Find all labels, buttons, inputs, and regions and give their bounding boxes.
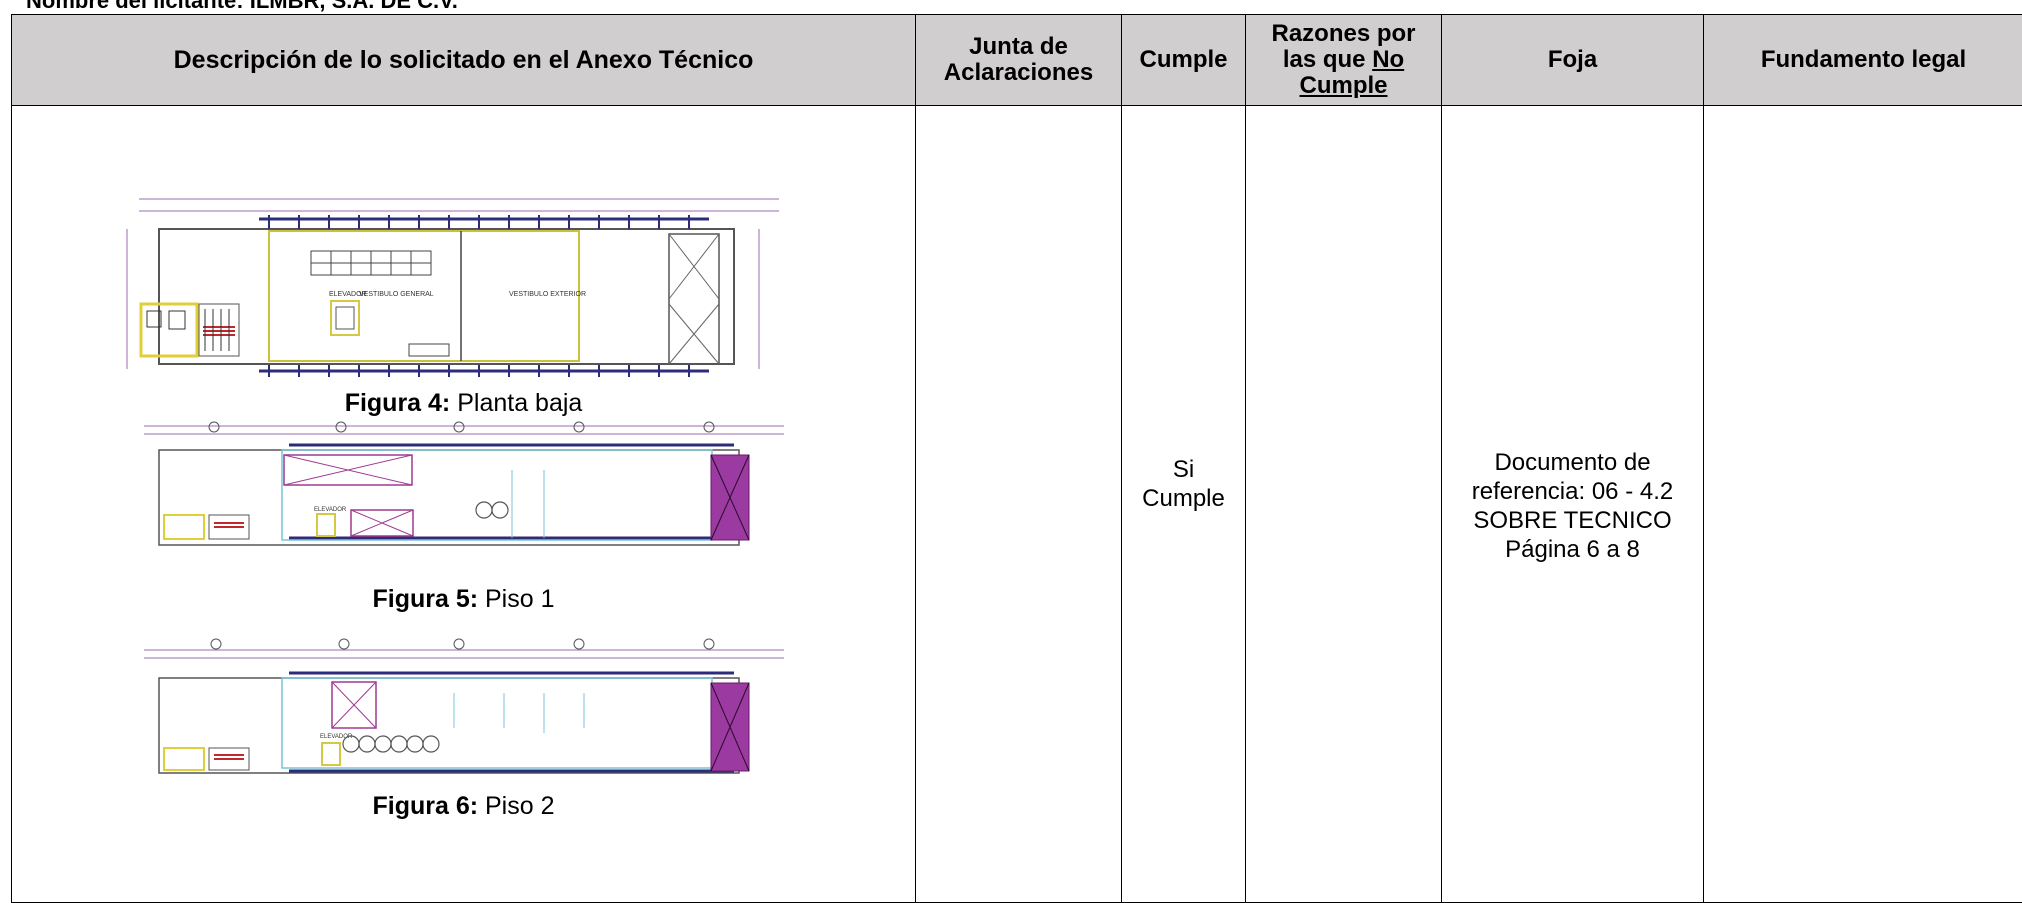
header-junta-line2: Aclaraciones	[944, 59, 1093, 86]
licitante-name-label: Nombre del licitante: ILMBR, S.A. DE C.V…	[26, 0, 458, 14]
description-cell: ELEVADOR VESTIBULO GENERAL VESTIBULO EXT…	[12, 106, 916, 903]
figure-6-text: Piso 2	[478, 792, 554, 820]
floor-plan-piso-2: ELEVADOR	[124, 638, 804, 788]
figure-4-text: Planta baja	[450, 389, 582, 417]
foja-line3: SOBRE TECNICO	[1473, 507, 1671, 534]
figure-5-label: Figura 5:	[372, 585, 478, 613]
header-foja: Foja	[1442, 15, 1704, 106]
header-razones-line2: las que	[1283, 46, 1366, 73]
fundamento-cell	[1704, 106, 2022, 903]
figure-caption-5: Figura 5: Piso 1	[12, 584, 915, 614]
figure-caption-4: Figura 4: Planta baja	[12, 388, 915, 418]
header-row: Descripción de lo solicitado en el Anexo…	[12, 15, 2022, 106]
header-razones-no: No	[1372, 46, 1404, 73]
cumple-line2: Cumple	[1142, 485, 1225, 512]
foja-line1: Documento de	[1494, 449, 1650, 476]
figure-4-label: Figura 4:	[345, 389, 451, 417]
floor-plan-piso-1: ELEVADOR	[124, 420, 804, 555]
foja-line2: referencia: 06 - 4.2	[1472, 478, 1673, 505]
figure-6-label: Figura 6:	[372, 792, 478, 820]
figure-caption-6: Figura 6: Piso 2	[12, 791, 915, 821]
cumple-line1: Si	[1173, 456, 1194, 483]
header-razones-line3: Cumple	[1299, 72, 1387, 99]
header-junta-line1: Junta de	[969, 33, 1068, 60]
figure-5-text: Piso 1	[478, 585, 554, 613]
razones-cell	[1246, 106, 1442, 903]
plan-label-vestibulo-general: VESTIBULO GENERAL	[359, 291, 434, 298]
junta-cell	[916, 106, 1122, 903]
header-razones-line1: Razones por	[1271, 20, 1415, 47]
header-fundamento: Fundamento legal	[1704, 15, 2022, 106]
header-descripcion: Descripción de lo solicitado en el Anexo…	[12, 15, 916, 106]
evaluation-table: Descripción de lo solicitado en el Anexo…	[11, 14, 2022, 903]
floor-plan-planta-baja: ELEVADOR VESTIBULO GENERAL VESTIBULO EXT…	[119, 189, 809, 389]
header-cumple: Cumple	[1122, 15, 1246, 106]
plan-label-vestibulo-exterior: VESTIBULO EXTERIOR	[509, 291, 586, 298]
foja-cell: Documento de referencia: 06 - 4.2 SOBRE …	[1442, 106, 1704, 903]
plan-label-elevador-piso1: ELEVADOR	[314, 507, 347, 513]
cumple-cell: Si Cumple	[1122, 106, 1246, 903]
foja-line4: Página 6 a 8	[1505, 536, 1640, 563]
table-row: ELEVADOR VESTIBULO GENERAL VESTIBULO EXT…	[12, 106, 2022, 903]
